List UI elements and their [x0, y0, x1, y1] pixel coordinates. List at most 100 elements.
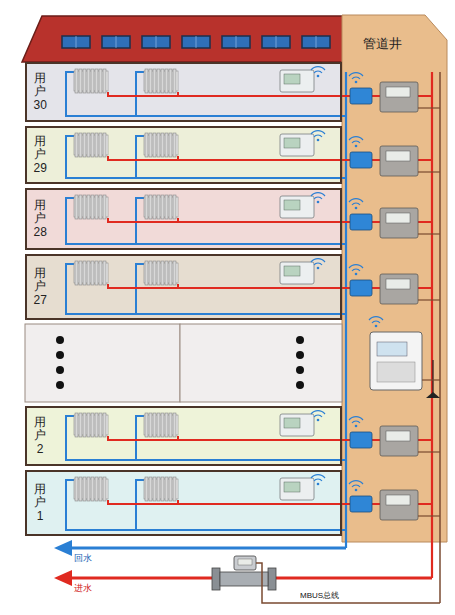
radiator-fin — [153, 477, 156, 501]
radiator-fin — [75, 261, 78, 285]
thermostat — [280, 262, 314, 284]
radiator-fin — [145, 69, 148, 93]
radiator-fin — [149, 69, 152, 93]
radiator-fin — [79, 261, 82, 285]
radiator-fin — [87, 413, 90, 437]
heat-meter — [380, 490, 418, 520]
wifi-icon — [317, 139, 320, 142]
solar-panel-grid — [156, 36, 157, 48]
mbus-branch — [418, 515, 440, 516]
wifi-icon — [317, 267, 320, 270]
control-valve — [350, 88, 372, 104]
wifi-icon — [317, 75, 320, 78]
mbus-branch — [418, 107, 440, 108]
ellipsis-dot — [296, 336, 304, 344]
wifi-icon — [349, 199, 363, 202]
flange — [212, 568, 220, 590]
supply-pipe — [418, 439, 432, 441]
radiator-fin — [157, 413, 160, 437]
return-arrowhead — [54, 540, 72, 556]
household-label: 用户29 — [33, 135, 47, 175]
solar-panel — [262, 36, 290, 48]
radiator-fin — [79, 477, 82, 501]
thermostat — [280, 134, 314, 156]
wifi-icon — [311, 131, 325, 134]
radiator-fin — [99, 133, 102, 157]
radiator-fin — [153, 133, 156, 157]
radiator-fin — [95, 195, 98, 219]
radiator-fin — [153, 69, 156, 93]
radiator-fin — [165, 413, 168, 437]
supply-pipe — [372, 287, 380, 289]
roof — [22, 16, 344, 62]
radiator-fin — [145, 133, 148, 157]
radiator-fin — [87, 195, 90, 219]
wifi-icon — [352, 141, 360, 143]
mbus-branch — [418, 171, 440, 172]
radiator-fin — [145, 413, 148, 437]
household-floor: 用户30 — [25, 62, 342, 122]
ellipsis-dot — [296, 366, 304, 374]
supply-pipe — [177, 92, 179, 96]
return-pipe — [136, 136, 144, 178]
supply-pipe — [177, 500, 179, 504]
wifi-icon — [314, 71, 322, 73]
wifi-icon — [311, 411, 325, 414]
radiator-fin — [103, 261, 106, 285]
flange — [268, 568, 276, 590]
thermostat-screen — [284, 200, 300, 210]
wifi-icon — [369, 317, 383, 320]
heat-meter — [380, 426, 418, 456]
radiator-fin — [83, 69, 86, 93]
radiator-fin — [157, 195, 160, 219]
supply-pipe — [177, 156, 179, 160]
radiator-fin — [91, 69, 94, 93]
thermostat — [280, 414, 314, 436]
radiator-fin — [91, 261, 94, 285]
solar-panel — [62, 36, 90, 48]
ellipsis-dot — [56, 336, 64, 344]
radiator-fin — [161, 261, 164, 285]
control-valve — [350, 432, 372, 448]
wifi-icon — [352, 203, 360, 205]
household-floor: 用户1 — [25, 470, 342, 536]
radiator-fin — [75, 69, 78, 93]
flow-meter-screen — [238, 559, 252, 565]
return-pipe — [136, 416, 144, 460]
heat-meter — [380, 82, 418, 112]
radiator-fin — [165, 69, 168, 93]
solar-panel-grid — [276, 36, 277, 48]
supply-pipe — [418, 287, 432, 289]
supply-pipe — [108, 92, 350, 96]
return-riser — [345, 72, 347, 548]
radiator-fin — [161, 477, 164, 501]
household-floor: 用户28 — [25, 188, 342, 250]
radiator-fin — [149, 195, 152, 219]
radiator-fin — [157, 69, 160, 93]
radiator-fin — [99, 261, 102, 285]
radiator-fin — [103, 477, 106, 501]
wifi-icon — [349, 73, 363, 76]
household-floor: 用户29 — [25, 126, 342, 184]
thermostat — [280, 70, 314, 92]
supply-arrowhead — [54, 570, 72, 586]
household-label: 用户1 — [33, 483, 47, 523]
antenna — [432, 360, 433, 395]
control-valve — [350, 214, 372, 230]
radiator-fin — [161, 133, 164, 157]
radiator-fin — [157, 477, 160, 501]
radiator-fin — [95, 477, 98, 501]
mbus-line — [439, 72, 441, 603]
radiator-fin — [161, 413, 164, 437]
radiator-fin — [99, 413, 102, 437]
supply-pipe — [418, 221, 432, 223]
solar-panel — [222, 36, 250, 48]
radiator-fin — [149, 133, 152, 157]
solar-panel-grid — [236, 36, 237, 48]
supply-pipe — [108, 436, 350, 440]
wifi-icon — [349, 417, 363, 420]
radiator-fin — [161, 195, 164, 219]
radiator-fin — [79, 133, 82, 157]
heat-meter-screen — [386, 279, 410, 289]
supply-pipe — [108, 284, 350, 288]
